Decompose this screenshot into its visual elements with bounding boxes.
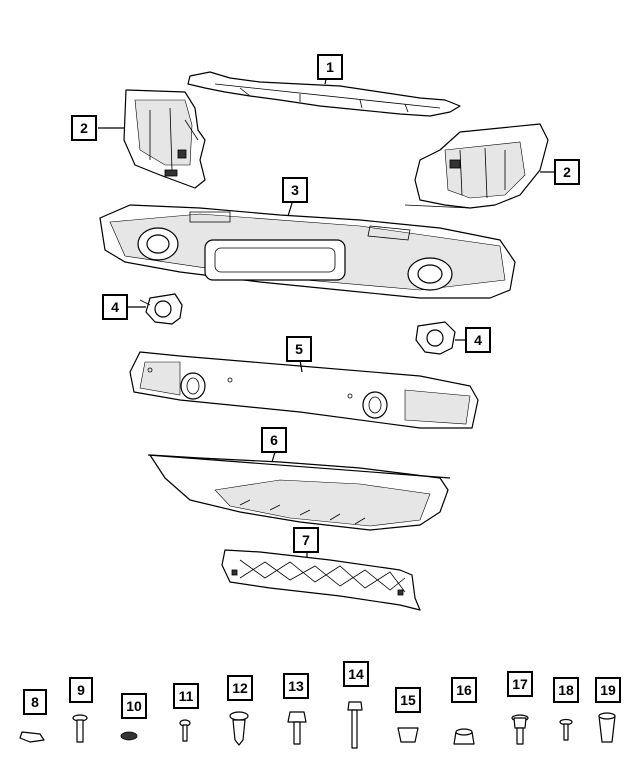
callout-17-label: 17	[512, 676, 528, 692]
part-6-lower-skid-cover	[147, 454, 451, 531]
part-4-right-fog-bracket	[415, 321, 456, 355]
callout-16: 16	[451, 677, 477, 703]
callout-14: 14	[343, 661, 369, 687]
part-17-flange-bolt	[511, 714, 529, 745]
part-12-push-pin	[229, 711, 249, 746]
part-7-lattice-plate	[221, 549, 421, 611]
callout-2-right-label: 2	[563, 164, 571, 180]
callout-12: 12	[227, 675, 253, 701]
callout-2-left: 2	[71, 115, 97, 141]
callout-3: 3	[282, 177, 308, 203]
callout-10-label: 10	[126, 698, 142, 714]
part-19-rivet-nut	[598, 712, 616, 743]
callout-7: 7	[293, 527, 319, 553]
callout-2-right: 2	[554, 159, 580, 185]
callout-12-label: 12	[232, 680, 248, 696]
part-11-screw	[179, 719, 191, 742]
callout-1: 1	[317, 54, 343, 80]
part-9-screw	[72, 714, 88, 743]
part-2-right-end-bracket	[404, 123, 549, 209]
callout-18: 18	[553, 677, 579, 703]
part-8-clip	[19, 731, 45, 743]
callout-4-left: 4	[102, 294, 128, 320]
callout-15: 15	[395, 687, 421, 713]
callout-8: 8	[23, 689, 47, 715]
part-16-nut	[453, 728, 475, 745]
part-1-upper-bracket	[187, 71, 461, 117]
callout-3-label: 3	[291, 182, 299, 198]
callout-19-label: 19	[600, 682, 616, 698]
callout-9-label: 9	[77, 682, 85, 698]
callout-14-label: 14	[348, 666, 364, 682]
callout-6: 6	[261, 427, 287, 453]
callout-4-left-label: 4	[111, 299, 119, 315]
callout-7-label: 7	[302, 532, 310, 548]
part-18-small-screw	[559, 718, 573, 741]
callout-11-label: 11	[179, 688, 194, 704]
part-10-washer	[120, 731, 138, 741]
callout-11: 11	[173, 683, 199, 709]
callout-13: 13	[283, 673, 309, 699]
callout-19: 19	[595, 677, 621, 703]
part-15-grommet	[397, 727, 419, 743]
part-2-left-end-bracket	[123, 89, 206, 189]
callout-1-label: 1	[326, 59, 334, 75]
part-14-long-bolt	[347, 701, 363, 749]
callout-15-label: 15	[400, 692, 416, 708]
part-3-bumper-fascia	[99, 204, 516, 299]
callout-9: 9	[69, 677, 93, 703]
callout-16-label: 16	[456, 682, 472, 698]
callout-4-right-label: 4	[474, 332, 482, 348]
callout-5: 5	[286, 336, 312, 362]
part-5-bumper-beam	[129, 351, 479, 429]
callout-10: 10	[121, 693, 147, 719]
part-4-left-fog-bracket	[139, 293, 183, 325]
callout-4-right: 4	[465, 327, 491, 353]
callout-18-label: 18	[558, 682, 574, 698]
callout-6-label: 6	[270, 432, 278, 448]
callout-13-label: 13	[288, 678, 304, 694]
callout-5-label: 5	[295, 341, 303, 357]
part-13-bolt	[287, 711, 307, 745]
callout-17: 17	[507, 671, 533, 697]
callout-8-label: 8	[31, 694, 39, 710]
callout-2-left-label: 2	[80, 120, 88, 136]
